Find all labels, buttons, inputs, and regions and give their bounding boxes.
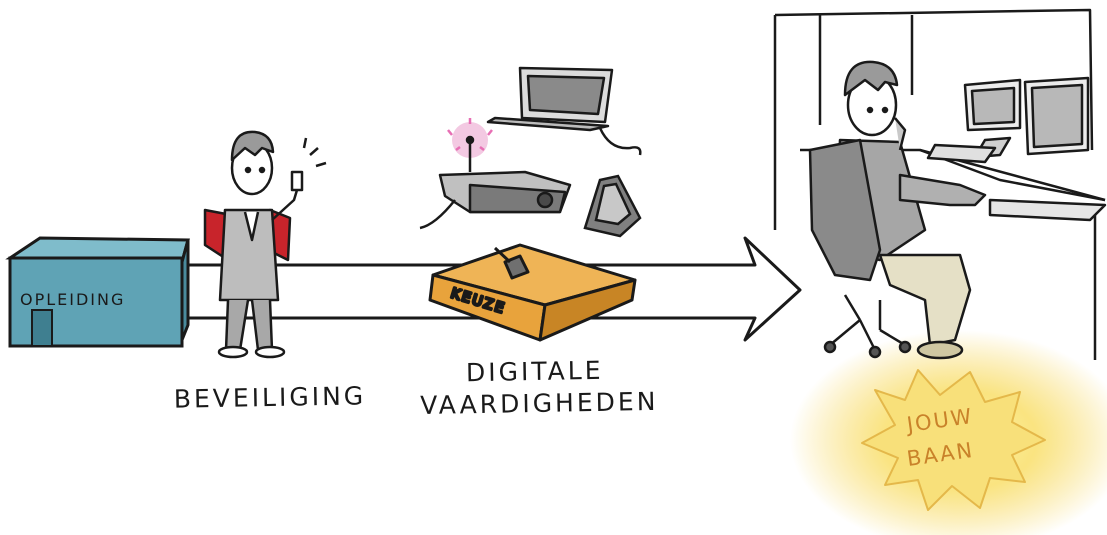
office-desk [773,8,1107,360]
school-building: OPLEIDING [5,236,190,348]
security-person [203,130,327,359]
walkie-talkie-icon [493,246,530,280]
digital-skills-label: DIGITALE VAARDIGHEDEN [419,354,659,422]
office-worker [808,60,987,360]
digital-skills-line-2: VAARDIGHEDEN [420,386,659,421]
laptop-icon [486,66,642,156]
choice-box: KEUZE [428,243,637,342]
job-burst: JOUW BAAN [861,369,1046,511]
security-label: BEVEILIGING [173,381,367,414]
school-sign: OPLEIDING [20,290,125,309]
router-icon [419,118,572,230]
computer-monitors [926,76,1090,164]
digital-skills-line-1: DIGITALE [465,355,604,388]
mobile-phone-icon [583,174,642,238]
